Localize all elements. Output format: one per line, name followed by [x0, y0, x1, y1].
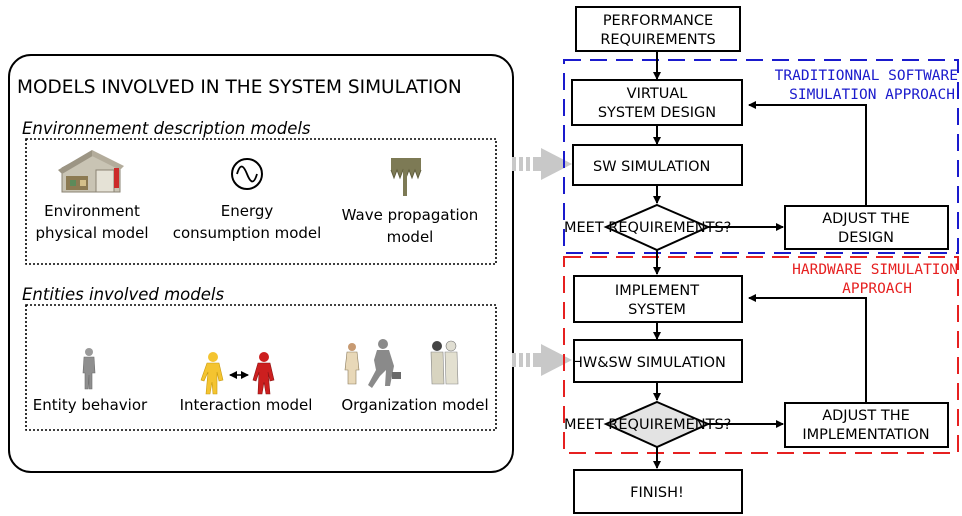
hardware-region-label-line2: APPROACH — [842, 281, 912, 297]
sw-simulation-label: SW SIMULATION — [593, 159, 710, 175]
organization-model-label: Organization model — [341, 396, 488, 414]
environment-models-box — [25, 138, 497, 265]
person-icon — [82, 348, 96, 390]
decision-diamond-2 — [603, 400, 711, 449]
interacting-people-icon — [200, 352, 275, 395]
interaction-model-label: Interaction model — [180, 396, 313, 414]
performance-line2: REQUIREMENTS — [600, 32, 715, 48]
performance-line1: PERFORMANCE — [603, 13, 713, 29]
panel-title: MODELS INVOLVED IN THE SYSTEM SIMULATION — [17, 77, 462, 98]
adjust-design-line2: DESIGN — [838, 230, 894, 246]
hwsw-simulation-label: HW&SW SIMULATION — [572, 355, 726, 371]
implement-system-box — [573, 275, 743, 323]
env-to-sw-arrow — [512, 148, 572, 180]
entities-to-hwsw-arrow — [512, 344, 572, 376]
adjust-implementation-box — [784, 402, 949, 448]
house-icon — [58, 150, 124, 193]
software-approach-region — [563, 59, 959, 254]
group-people-icon — [344, 339, 459, 388]
meet-requirements-2: MEET REQUIREMENTS? — [564, 417, 731, 433]
antenna-icon — [390, 158, 422, 196]
environment-model-line2: physical model — [36, 224, 149, 242]
finish-box — [573, 469, 743, 514]
sine-wave-icon — [231, 158, 263, 190]
flow-connectors — [653, 51, 867, 469]
adjust-impl-line2: IMPLEMENTATION — [802, 427, 929, 443]
energy-model-line1: Energy — [221, 202, 274, 220]
software-region-label-line1: TRADITIONNAL SOFTWARE — [775, 68, 958, 84]
meet-requirements-1: MEET REQUIREMENTS? — [564, 220, 731, 236]
software-region-label-line2: SIMULATION APPROACH — [789, 87, 955, 103]
environment-model-line1: Environment — [44, 202, 140, 220]
virtual-design-line2: SYSTEM DESIGN — [598, 105, 716, 121]
wave-model-line1: Wave propagation — [342, 206, 479, 224]
entities-models-box — [25, 304, 497, 431]
energy-model-line2: consumption model — [173, 224, 322, 242]
virtual-design-box — [571, 79, 743, 126]
hwsw-simulation-box — [573, 339, 743, 383]
entity-behavior-label: Entity behavior — [33, 396, 148, 414]
wave-model-line2: model — [387, 228, 434, 246]
virtual-design-line1: VIRTUAL — [627, 86, 688, 102]
hardware-approach-region — [563, 256, 959, 454]
sw-simulation-box — [572, 144, 743, 186]
entities-heading: Entities involved models — [22, 285, 224, 304]
environment-heading: Environnement description models — [22, 119, 311, 138]
adjust-design-box — [784, 205, 949, 250]
finish-label: FINISH! — [630, 485, 684, 501]
implement-line1: IMPLEMENT — [615, 283, 699, 299]
implement-line2: SYSTEM — [628, 302, 686, 318]
performance-requirements-box — [575, 6, 741, 52]
adjust-design-line1: ADJUST THE — [822, 211, 910, 227]
adjust-impl-line1: ADJUST THE — [822, 408, 910, 424]
decision-diamond-1 — [603, 203, 711, 252]
hardware-region-label-line1: HARDWARE SIMULATION — [792, 262, 958, 278]
